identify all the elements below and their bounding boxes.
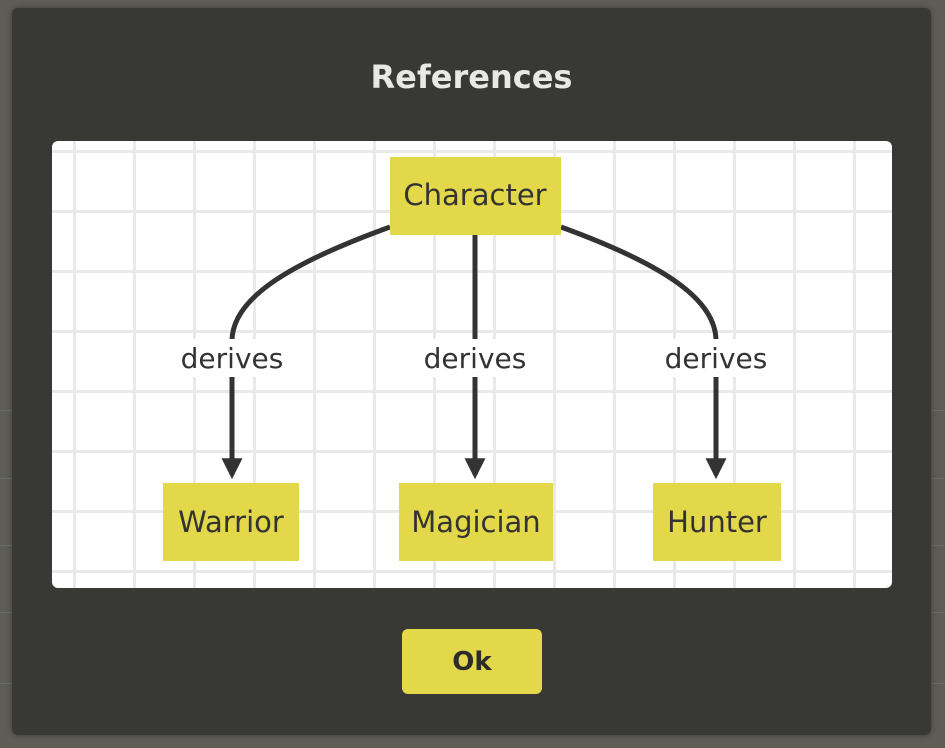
edge-label-warrior: derives [181, 342, 284, 375]
node-warrior[interactable]: Warrior [163, 483, 299, 561]
edge-character-warrior [221, 224, 391, 480]
edge-label-bg [660, 339, 772, 377]
node-hunter-label: Hunter [667, 505, 767, 539]
edge-label-magician: derives [424, 342, 527, 375]
edge-label-bg [176, 339, 288, 377]
edge-character-hunter [560, 224, 727, 480]
references-dialog: References derives derives derives Cha [12, 8, 931, 735]
edge-label-bg [419, 339, 531, 377]
node-magician[interactable]: Magician [399, 483, 553, 561]
node-magician-label: Magician [411, 505, 540, 539]
node-hunter[interactable]: Hunter [653, 483, 781, 561]
node-warrior-label: Warrior [178, 505, 284, 539]
relationship-diagram: derives derives derives Character Warrio… [163, 157, 781, 561]
edge-label-hunter: derives [665, 342, 768, 375]
dialog-title: References [370, 58, 573, 96]
ok-button[interactable]: Ok [402, 629, 542, 694]
diagram-panel: derives derives derives Character Warrio… [52, 141, 892, 588]
node-character[interactable]: Character [390, 157, 561, 235]
node-character-label: Character [403, 178, 546, 212]
